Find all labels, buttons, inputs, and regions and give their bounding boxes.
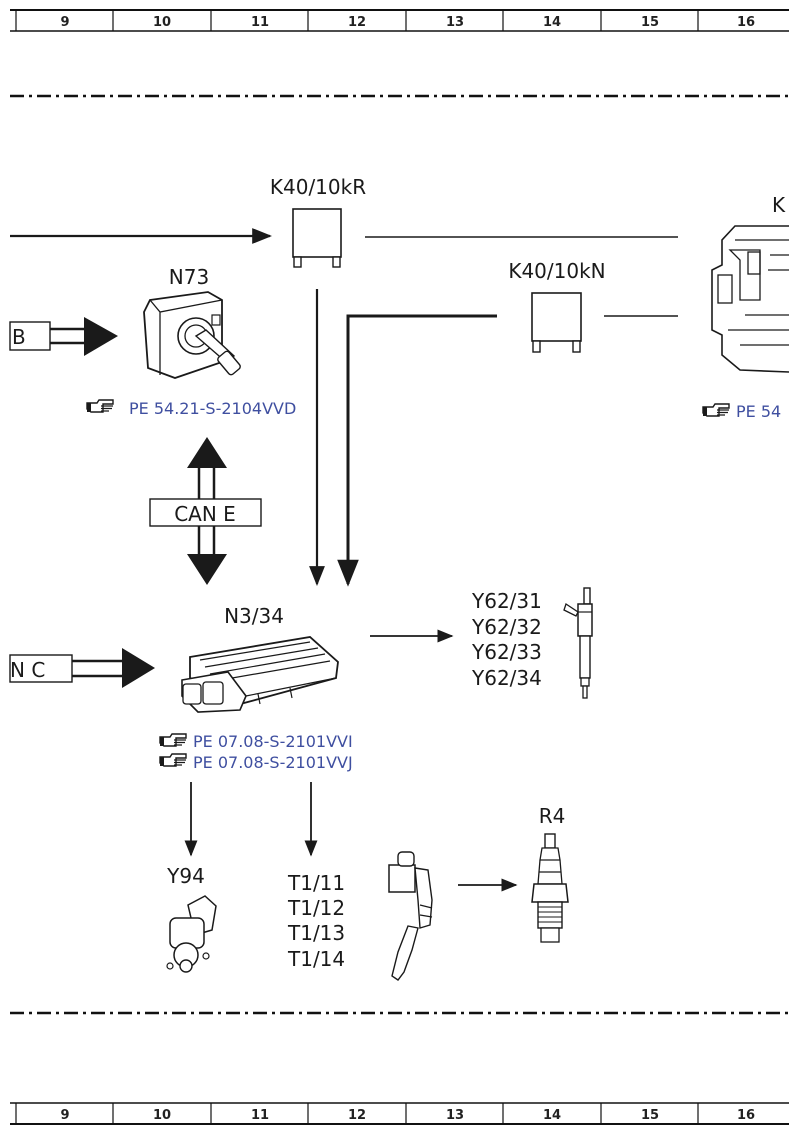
y94-label: Y94 <box>166 864 205 888</box>
right-component-label: K <box>772 193 786 217</box>
grid-col-label: 10 <box>153 1108 171 1123</box>
can-c-label: N C <box>10 658 45 682</box>
grid-col-label: 9 <box>60 15 69 30</box>
grid-col-label: 16 <box>737 1108 755 1123</box>
can-b-label: B <box>12 325 26 349</box>
grid-col-label: 11 <box>251 15 269 30</box>
n73-ignition-module: N73 PE 54.21-S-2104VVD <box>86 265 296 418</box>
n3-34-control-unit: N3/34 PE 07.08-S-2101VVI PE 07.08-S-2101… <box>159 604 353 772</box>
y62-label: Y62/33 <box>471 640 542 664</box>
grid-col-label: 13 <box>446 1108 464 1123</box>
ignition-coil-icon <box>388 851 433 981</box>
t1-ignition-coils: T1/11 T1/12 T1/13 T1/14 <box>287 851 433 981</box>
relay-k40-10kr: K40/10kR <box>270 175 366 268</box>
r4-label: R4 <box>539 804 566 828</box>
relay-kn-label: K40/10kN <box>508 259 605 283</box>
n3-34-label: N3/34 <box>224 604 284 628</box>
pointing-hand-icon <box>159 753 187 767</box>
grid-col-label: 12 <box>348 15 366 30</box>
grid-col-label: 13 <box>446 15 464 30</box>
y62-label: Y62/32 <box>471 615 542 639</box>
grid-col-label: 12 <box>348 1108 366 1123</box>
spark-plug-icon <box>531 833 569 943</box>
grid-col-label: 9 <box>60 1108 69 1123</box>
t1-label: T1/13 <box>287 921 345 945</box>
can-b-bus: B <box>9 317 118 356</box>
relay-k40-10kn: K40/10kN <box>508 259 606 353</box>
n3-34-ref-2[interactable]: PE 07.08-S-2101VVJ <box>193 753 353 772</box>
grid-col-label: 16 <box>737 15 755 30</box>
can-c-bus: N C <box>9 648 155 688</box>
can-e-label: CAN E <box>174 502 236 526</box>
t1-label: T1/12 <box>287 896 345 920</box>
r4-spark-plug: R4 <box>531 804 569 943</box>
grid-col-label: 14 <box>543 1108 561 1123</box>
y62-label: Y62/31 <box>471 589 542 613</box>
y62-label: Y62/34 <box>471 666 542 690</box>
can-e-bus: CAN E <box>149 437 262 585</box>
grid-col-label: 14 <box>543 15 561 30</box>
y94-valve: Y94 <box>166 864 217 973</box>
y62-injectors: Y62/31 Y62/32 Y62/33 Y62/34 <box>471 587 593 699</box>
pointing-hand-icon <box>86 399 114 413</box>
grid-col-label: 15 <box>641 1108 659 1123</box>
top-grid-strip: 9 10 11 12 13 14 15 16 <box>10 9 789 32</box>
grid-col-label: 11 <box>251 1108 269 1123</box>
n73-label: N73 <box>169 265 209 289</box>
relay-kr-label: K40/10kR <box>270 175 366 199</box>
engine-component-partial: K PE 54 <box>702 193 789 421</box>
pointing-hand-icon <box>159 733 187 747</box>
t1-label: T1/14 <box>287 947 345 971</box>
n73-ref[interactable]: PE 54.21-S-2104VVD <box>129 399 296 418</box>
kn-to-n3-line <box>337 314 497 587</box>
bottom-grid-strip: 9 10 11 12 13 14 15 16 <box>10 1102 789 1125</box>
right-component-ref[interactable]: PE 54 <box>736 402 781 421</box>
injector-icon <box>563 587 593 699</box>
grid-col-label: 15 <box>641 15 659 30</box>
pointing-hand-icon <box>702 403 730 417</box>
t1-label: T1/11 <box>287 871 345 895</box>
grid-col-label: 10 <box>153 15 171 30</box>
n3-34-ref-1[interactable]: PE 07.08-S-2101VVI <box>193 732 353 751</box>
